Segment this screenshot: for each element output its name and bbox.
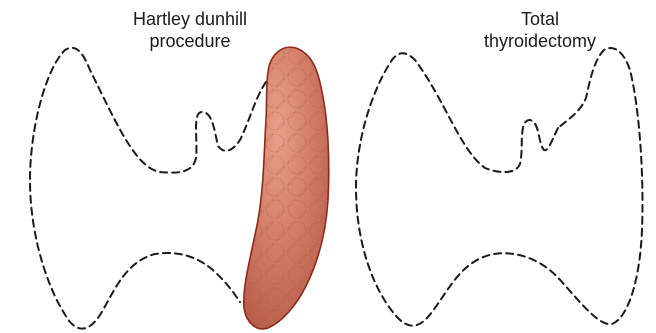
left-resected-outline: [30, 48, 266, 329]
right-resected-outline: [356, 48, 643, 326]
remaining-thyroid-lobe-texture: [244, 47, 329, 329]
